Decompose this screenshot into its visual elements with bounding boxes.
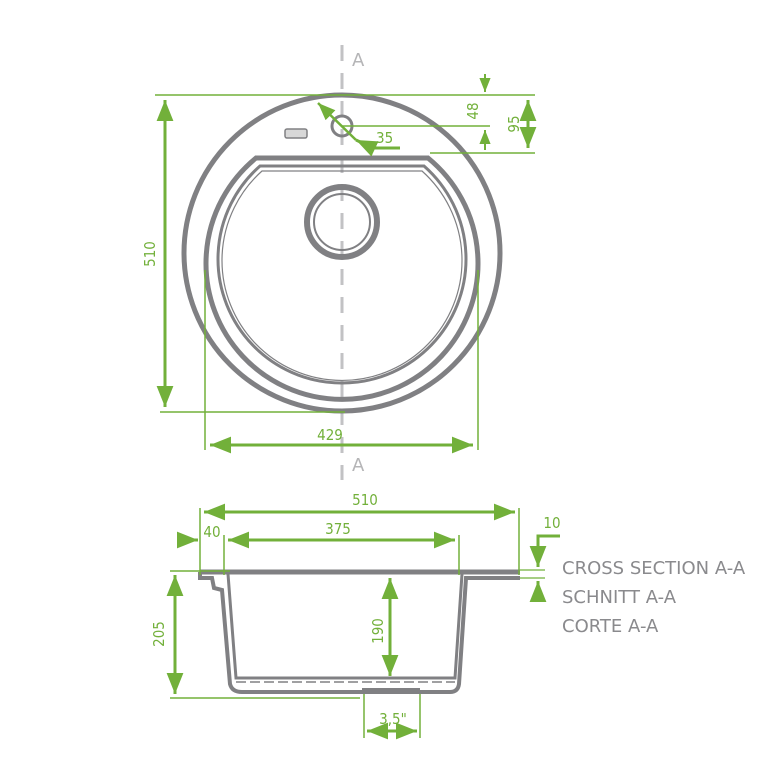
top-dimensions: [155, 74, 537, 454]
section-label-en: CROSS SECTION A-A: [562, 558, 746, 579]
dim-depth-205: 205: [150, 621, 168, 647]
bowl-inner: [216, 164, 468, 385]
logo-badge: [284, 128, 308, 139]
dim-bowl-375: 375: [325, 520, 351, 538]
drain-outer: [304, 184, 380, 260]
dim-drain: 3,5": [379, 710, 407, 728]
section-marker-top: A: [352, 50, 365, 71]
section-label-es: CORTE A-A: [562, 616, 659, 637]
dim-48: 48: [464, 102, 482, 119]
section-dimensions: [166, 503, 560, 740]
dim-overall-510: 510: [352, 491, 378, 509]
dim-thickness-10: 10: [543, 514, 560, 532]
cross-section-view: [198, 569, 520, 694]
section-label-de: SCHNITT A-A: [562, 587, 677, 608]
dim-width-429: 429: [317, 426, 343, 444]
dim-rim-40: 40: [203, 523, 220, 541]
dim-95: 95: [505, 115, 523, 132]
section-marker-bottom: A: [352, 455, 365, 476]
bowl-inner-line: [221, 170, 463, 382]
dim-height-510: 510: [141, 241, 159, 267]
bowl-outer: [203, 155, 481, 402]
dim-depth-190: 190: [369, 618, 387, 644]
dim-35: 35: [376, 129, 393, 147]
